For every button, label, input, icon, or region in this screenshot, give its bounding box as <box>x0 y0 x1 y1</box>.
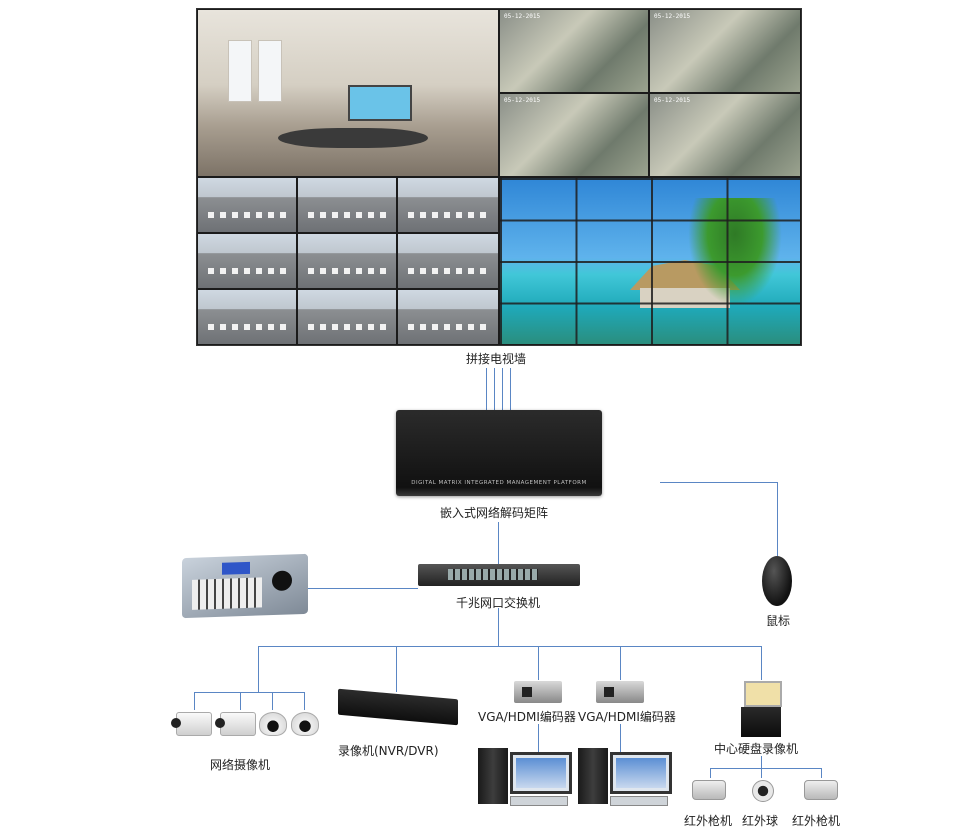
connector-line <box>258 646 259 692</box>
connector-line <box>660 482 778 483</box>
ir-dome-camera-icon <box>752 780 774 802</box>
monitor-icon <box>610 752 672 794</box>
switch-label: 千兆网口交换机 <box>456 596 541 610</box>
connector-line <box>494 368 495 410</box>
connector-line <box>538 646 539 680</box>
connector-line <box>710 768 822 769</box>
connector-line <box>258 646 762 647</box>
connector-line <box>272 692 273 710</box>
dome-camera-icon <box>259 712 287 736</box>
central-recorder-label: 中心硬盘录像机 <box>714 742 799 756</box>
connector-line <box>194 692 304 693</box>
wall-tile-traffic-1 <box>198 178 296 232</box>
desktop-pc-icon <box>578 748 608 804</box>
connector-line <box>486 368 487 410</box>
wall-tile-library-4: 05-12-2015 <box>650 94 800 176</box>
connector-line <box>498 522 499 564</box>
video-wall-label: 拼接电视墙 <box>466 352 527 366</box>
encoder-1-label: VGA/HDMI编码器 <box>478 710 576 724</box>
connector-line <box>761 646 762 680</box>
wall-tile-library-3: 05-12-2015 <box>500 94 648 176</box>
connector-line <box>620 724 621 752</box>
ir-gun-1-label: 红外枪机 <box>684 814 733 828</box>
keyboard-icon <box>610 796 668 806</box>
connector-line <box>308 588 418 589</box>
encoder-icon <box>596 681 644 703</box>
wall-tile-traffic-7 <box>198 290 296 344</box>
wall-tile-traffic-2 <box>298 178 396 232</box>
recorder-monitor-icon <box>744 681 782 707</box>
connector-line <box>821 768 822 778</box>
matrix-label: 嵌入式网络解码矩阵 <box>440 506 549 520</box>
recorder-label: 录像机(NVR/DVR) <box>338 744 439 758</box>
connector-line <box>777 482 778 556</box>
connector-line <box>502 368 503 410</box>
connector-line <box>498 608 499 646</box>
encoder-2-label: VGA/HDMI编码器 <box>578 710 676 724</box>
decoder-matrix-icon: DIGITAL MATRIX INTEGRATED MANAGEMENT PLA… <box>396 410 602 496</box>
wall-tile-conference-room <box>198 10 498 176</box>
wall-tile-traffic-5 <box>298 234 396 288</box>
connector-line <box>194 692 195 710</box>
keyboard-icon <box>510 796 568 806</box>
ir-gun-2-label: 红外枪机 <box>792 814 841 828</box>
wall-tile-library-2: 05-12-2015 <box>650 10 800 92</box>
network-cameras-label: 网络摄像机 <box>210 758 271 772</box>
wall-tile-library-1: 05-12-2015 <box>500 10 648 92</box>
ir-camera-icon <box>692 780 726 800</box>
wall-tile-traffic-8 <box>298 290 396 344</box>
connector-line <box>510 368 511 410</box>
dome-camera-icon <box>291 712 319 736</box>
control-keyboard-icon <box>182 553 308 619</box>
bullet-camera-icon <box>171 712 212 736</box>
wall-tile-traffic-9 <box>398 290 498 344</box>
ir-camera-icon <box>804 780 838 800</box>
nvr-icon <box>338 688 458 726</box>
connector-line <box>710 768 711 778</box>
mouse-icon <box>762 556 792 606</box>
desktop-pc-icon <box>478 748 508 804</box>
encoder-icon <box>514 681 562 703</box>
connector-line <box>761 768 762 778</box>
connector-line <box>761 756 762 768</box>
network-switch-icon <box>418 564 580 586</box>
connector-line <box>396 646 397 692</box>
monitor-icon <box>510 752 572 794</box>
connector-line <box>620 646 621 680</box>
video-wall: 05-12-2015 05-12-2015 05-12-2015 05-12-2… <box>196 8 802 346</box>
wall-tile-traffic-6 <box>398 234 498 288</box>
connector-line <box>538 724 539 752</box>
connector-line <box>240 692 241 710</box>
bullet-camera-icon <box>215 712 256 736</box>
ir-ball-label: 红外球 <box>742 814 779 828</box>
wall-tile-beach-spliced <box>500 178 800 344</box>
mouse-label: 鼠标 <box>766 614 791 628</box>
hdd-recorder-icon <box>741 707 781 737</box>
connector-line <box>304 692 305 710</box>
wall-tile-traffic-3 <box>398 178 498 232</box>
matrix-panel-text: DIGITAL MATRIX INTEGRATED MANAGEMENT PLA… <box>411 480 587 486</box>
wall-tile-traffic-4 <box>198 234 296 288</box>
